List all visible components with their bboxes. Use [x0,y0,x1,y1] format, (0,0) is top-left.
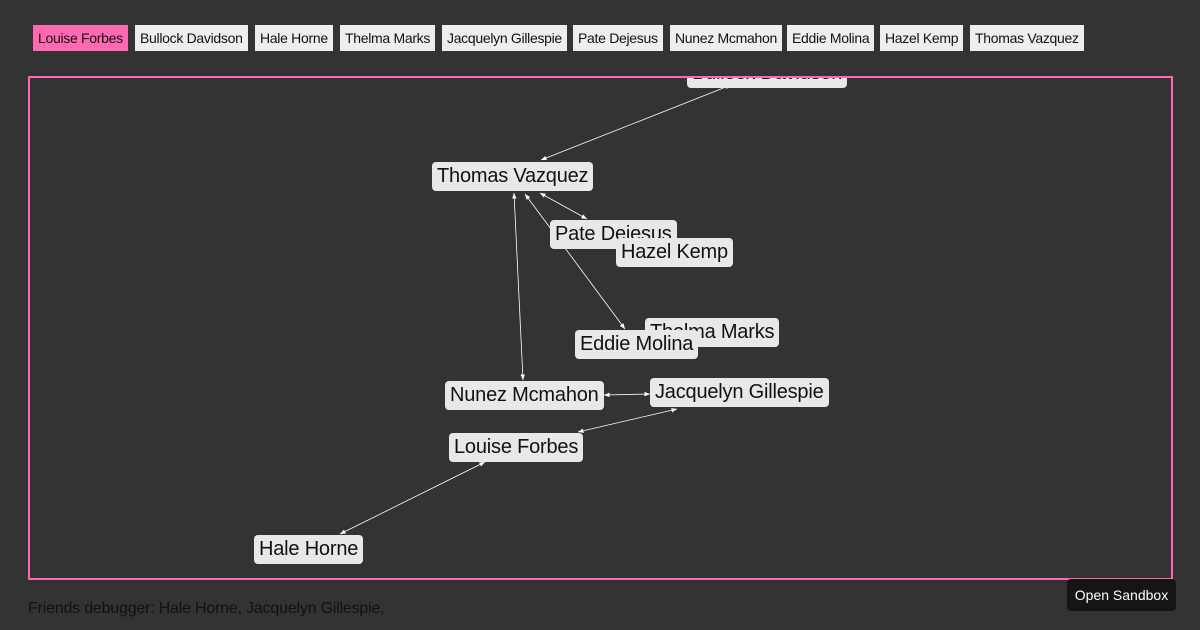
open-sandbox-button[interactable]: Open Sandbox [1067,579,1176,611]
node-louise-forbes[interactable]: Louise Forbes [449,433,584,462]
tab-louise-forbes[interactable]: Louise Forbes [33,25,128,51]
edge-nunez-jacquelyn [603,391,651,398]
tab-eddie-molina[interactable]: Eddie Molina [787,25,875,51]
friends-debugger-status: Friends debugger: Hale Horne, Jacquelyn … [28,600,385,617]
tab-thelma-marks[interactable]: Thelma Marks [340,25,436,51]
node-eddie-molina[interactable]: Eddie Molina [575,330,699,359]
edge-thomas-bullock [540,84,732,161]
edge-thomas-pate [539,192,588,220]
tab-hale-horne[interactable]: Hale Horne [255,25,333,51]
friends-graph: Bullock Davidson Thomas Vazquez Pate Dej… [28,76,1173,580]
node-bullock-davidson[interactable]: Bullock Davidson [687,78,848,88]
edge-louise-hale [339,461,486,535]
tab-nunez-mcmahon[interactable]: Nunez Mcmahon [670,25,782,51]
node-nunez-mcmahon[interactable]: Nunez Mcmahon [445,381,604,410]
tab-hazel-kemp[interactable]: Hazel Kemp [880,25,964,51]
edge-jacquelyn-louise [577,408,678,433]
tab-thomas-vazquez[interactable]: Thomas Vazquez [970,25,1084,51]
tab-pate-dejesus[interactable]: Pate Dejesus [573,25,663,51]
node-thomas-vazquez[interactable]: Thomas Vazquez [432,162,594,191]
node-jacquelyn-gillespie[interactable]: Jacquelyn Gillespie [650,378,829,407]
graph-edges [339,84,732,535]
edge-thomas-thelma [524,193,626,330]
node-hazel-kemp[interactable]: Hazel Kemp [616,238,733,267]
tab-jacquelyn-gillespie[interactable]: Jacquelyn Gillespie [442,25,567,51]
edge-thomas-nunez [512,192,525,381]
node-hale-horne[interactable]: Hale Horne [254,535,364,564]
tab-bullock-davidson[interactable]: Bullock Davidson [135,25,248,51]
